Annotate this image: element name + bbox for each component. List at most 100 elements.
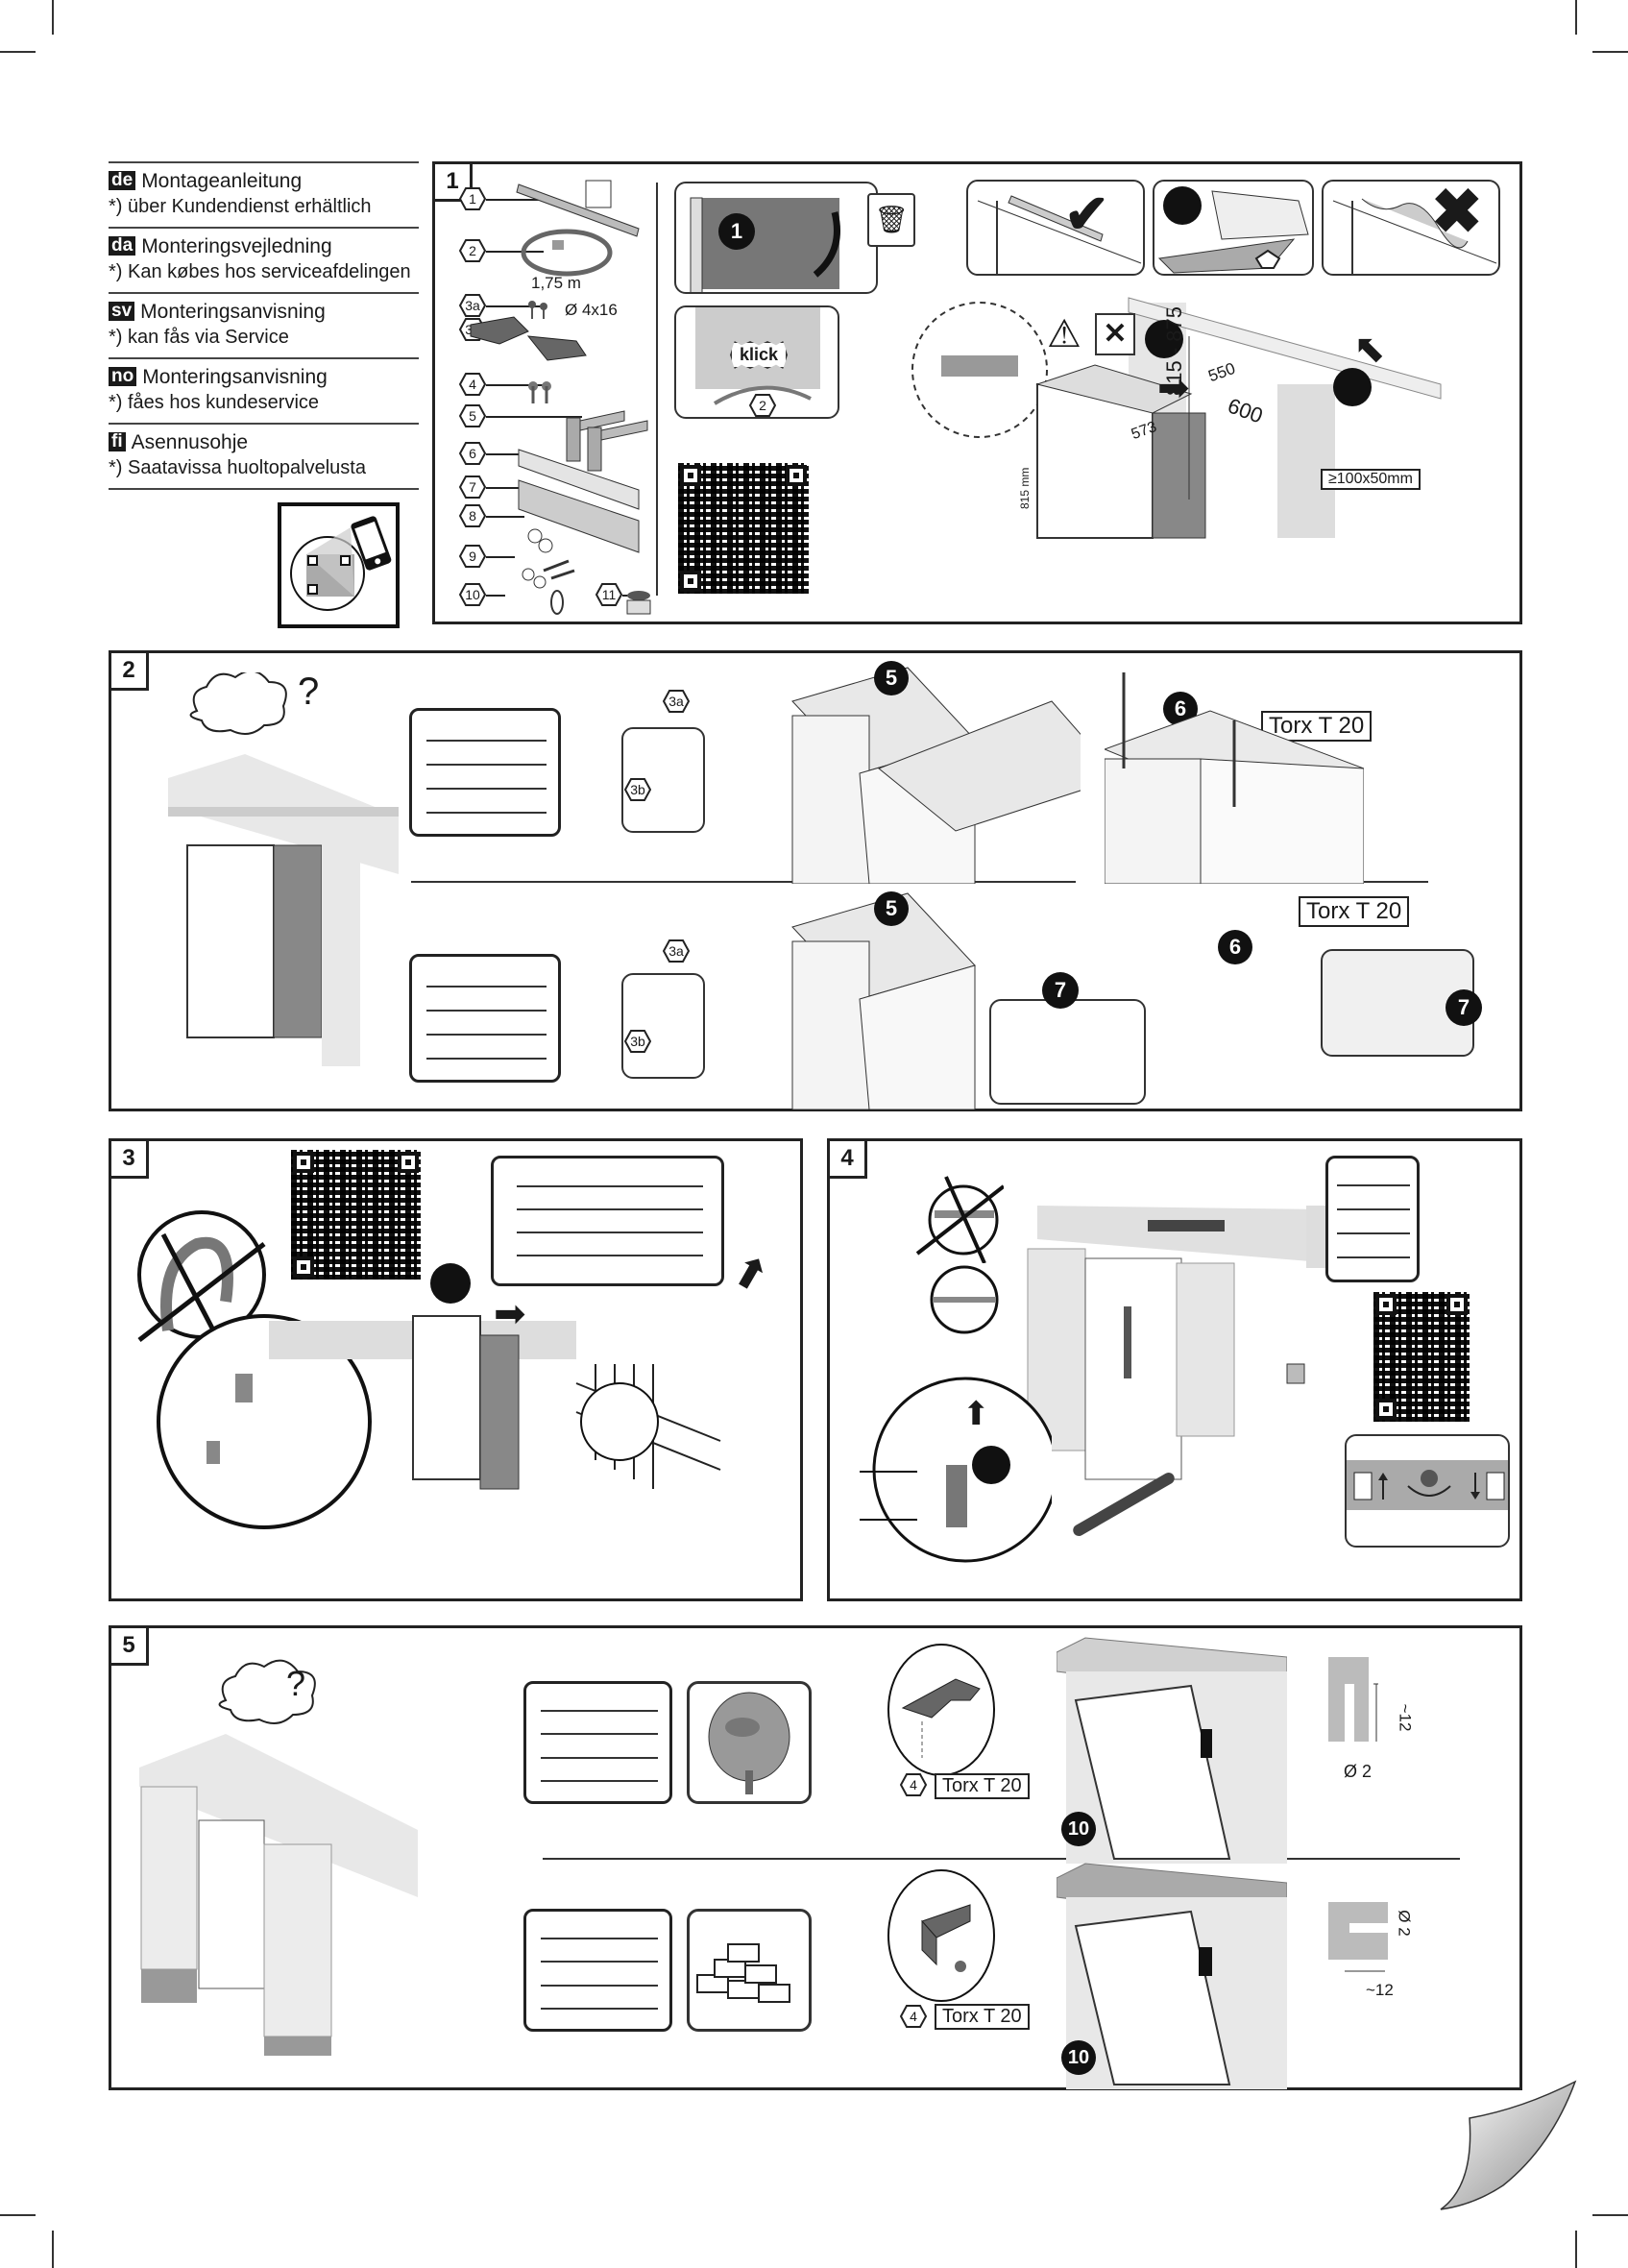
language-note: *) fåes hos kundeservice <box>109 392 320 413</box>
step-number: 5 <box>109 1625 149 1666</box>
part-leader-line <box>486 199 544 201</box>
part-ref-3b: 3b <box>624 778 651 801</box>
part-leader-line <box>486 516 524 518</box>
notes-box <box>1325 1156 1420 1282</box>
dishwasher-side <box>1152 412 1206 539</box>
push-arrow-icon: ➡ <box>494 1293 526 1335</box>
part-ref-2: 2 <box>749 394 776 417</box>
no-lifting-by-door-icon: ✕ <box>1095 313 1135 355</box>
divider <box>411 881 1076 883</box>
installation-niche-illustration <box>911 297 1442 539</box>
bracket-stone-detail <box>887 1869 995 2002</box>
height-adjust-legend <box>1345 1434 1510 1548</box>
part-ref-3b: 3b <box>624 1030 651 1053</box>
dishwasher-side <box>273 844 323 1038</box>
part-number-label: 10 <box>465 587 480 602</box>
bracket-detail-frame <box>621 973 705 1079</box>
part-ref-4: 4 <box>900 2005 927 2028</box>
part-number-6: 6 <box>459 442 486 465</box>
countertop-dishwasher-illustration <box>168 672 399 1066</box>
page-turn-icon[interactable] <box>1436 2070 1580 2214</box>
seal-ring-icon <box>626 591 651 615</box>
language-title: Monteringsanvisning <box>142 366 328 388</box>
part-number-4: 4 <box>459 373 486 396</box>
cabinet-leveling-illustration <box>1027 1206 1393 1480</box>
wood-icon <box>687 1681 812 1804</box>
language-note: *) kan fås via Service <box>109 327 289 348</box>
part-number-9: 9 <box>459 545 486 568</box>
language-code: sv <box>109 302 135 321</box>
part-number-7: 7 <box>459 476 486 499</box>
crop-mark <box>52 0 54 35</box>
step-badge <box>430 1263 471 1304</box>
substep-badge: 1 <box>718 213 755 250</box>
part-number-3a: 3a <box>459 294 486 317</box>
cable-tie-icon <box>550 590 564 615</box>
torx-label: Torx T 20 <box>935 1773 1030 1799</box>
part-number-label: 5 <box>469 408 476 424</box>
gap-check-incorrect-icon <box>915 1176 1004 1263</box>
language-entry-sv: sv Monteringsanvisning *) kan fås via Ser… <box>109 292 419 357</box>
side-brackets-icon <box>566 410 648 472</box>
part-leader-line <box>486 556 515 558</box>
language-code: de <box>109 171 136 190</box>
mounting-strip <box>516 180 640 237</box>
arrow-up-icon: ⬆ <box>962 1396 990 1432</box>
cable-length-label: 1,75 m <box>531 274 581 292</box>
question-cloud <box>218 1659 316 1724</box>
checkmark-icon: ✔ <box>1064 183 1109 244</box>
screw-size-label: Ø 4x16 <box>565 301 618 319</box>
step-badge-7: 7 <box>1042 972 1079 1009</box>
bracket-wood-detail <box>887 1644 995 1776</box>
power-cable-icon <box>521 229 613 277</box>
drill-hole-dimension-bottom <box>1328 1902 1388 1972</box>
question-mark: ? <box>286 1664 306 1703</box>
dishwasher-front <box>1036 383 1154 539</box>
language-title: Monteringsanvisning <box>140 301 326 323</box>
feet-detail-circle <box>157 1314 372 1529</box>
qr-code[interactable] <box>291 1150 421 1280</box>
drill-depth-label: ~12 <box>1366 1981 1394 1999</box>
stone-icon <box>687 1909 812 2032</box>
part-number-label: 7 <box>469 479 476 495</box>
smartphone-qr-scan-icon <box>278 502 400 628</box>
step-number: 2 <box>109 650 149 691</box>
step-badge <box>1163 186 1202 225</box>
drill-diameter-label: Ø 2 <box>1344 1762 1373 1781</box>
part-number-5: 5 <box>459 404 486 427</box>
qr-code[interactable] <box>678 463 809 594</box>
appliance-top-illustration <box>1105 672 1364 884</box>
part-number-label: 11 <box>601 587 617 602</box>
part-leader-line <box>486 595 505 597</box>
klick-burst: klick <box>730 341 789 369</box>
crop-mark <box>0 51 36 53</box>
part-number-10: 10 <box>459 583 486 606</box>
notes-box <box>409 708 561 837</box>
hose-routing-illustration <box>157 1314 721 1529</box>
bracket-detail-frame <box>621 727 705 833</box>
part-ref-3a: 3a <box>663 939 690 963</box>
crop-mark <box>1575 2231 1577 2268</box>
torx-label: Torx T 20 <box>1299 896 1410 927</box>
divider <box>656 183 658 596</box>
question-mark: ? <box>298 671 320 713</box>
appliance-height-label: 815 mm <box>1018 467 1032 509</box>
foot-adjust-detail <box>860 1377 1052 1563</box>
crop-mark <box>1575 0 1577 35</box>
part-number-label: 4 <box>469 377 476 392</box>
brackets-icon <box>470 316 587 361</box>
part-number-label: 3a <box>465 298 480 313</box>
part-leader-line <box>486 487 524 489</box>
part-ref-4: 4 <box>900 1773 927 1796</box>
dishwasher-front <box>186 844 275 1038</box>
drill-depth-label: ~12 <box>1396 1703 1415 1732</box>
crop-mark <box>1592 51 1628 53</box>
qr-code[interactable] <box>1373 1292 1470 1422</box>
language-code: fi <box>109 432 126 451</box>
part-ref-3a: 3a <box>663 690 690 713</box>
dishwasher-stone-countertop <box>1057 1863 1287 2089</box>
gap-check-correct-icon <box>930 1265 999 1334</box>
notes-box <box>523 1909 672 2032</box>
bracket-bend-detail-frame <box>989 999 1146 1105</box>
